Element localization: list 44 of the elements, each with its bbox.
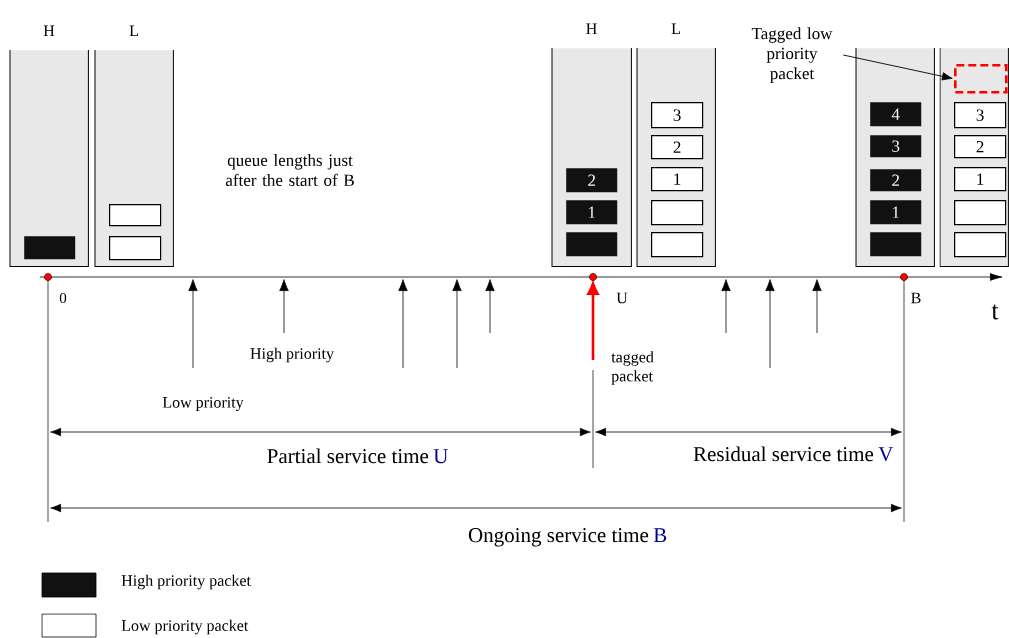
packet-box: [954, 200, 1007, 226]
packet-box: 2: [566, 168, 618, 193]
packet-box: [870, 232, 922, 257]
packet-box: 3: [954, 102, 1007, 129]
packet-box: [109, 204, 162, 227]
annotation-text: tagged packet: [611, 351, 654, 385]
packet-box: [651, 232, 704, 258]
dimension-label: V: [878, 447, 894, 462]
packet-box: 1: [870, 200, 922, 225]
dimension-label: B: [653, 528, 667, 543]
packet-box: 1: [651, 167, 704, 192]
packet-box: [651, 200, 704, 226]
packet-box: [954, 64, 1008, 94]
queue-label: L: [671, 23, 680, 34]
packet-box: 2: [651, 135, 704, 160]
packet-box: 2: [870, 169, 922, 192]
dimension-label: Ongoing service time: [468, 528, 649, 547]
packet-box: 3: [870, 135, 922, 158]
packet-box: 4: [870, 102, 922, 127]
dimension-label: U: [433, 449, 448, 464]
packet-box: 2: [954, 135, 1007, 159]
queue-label: H: [43, 25, 55, 36]
annotation-text: High priority: [250, 347, 334, 363]
legend-label: High priority packet: [121, 574, 251, 590]
packet-box: [954, 232, 1007, 258]
axis-label: t: [991, 304, 999, 320]
queue-label: H: [586, 23, 597, 34]
axis-label: U: [616, 292, 628, 304]
dimension-label: Residual service time: [693, 446, 874, 462]
leader-line: [842, 54, 953, 81]
packet-box: [566, 232, 618, 257]
queue-label: L: [129, 25, 138, 36]
packet-box: 1: [954, 167, 1007, 192]
packet-box: [24, 236, 76, 260]
packet-box: [109, 236, 162, 261]
dimension-label: Partial service time: [267, 448, 429, 464]
packet-box: 3: [651, 102, 704, 129]
callout-text: Tagged low priority packet: [751, 27, 833, 83]
legend-label: Low priority packet: [121, 619, 249, 635]
packet-box: 1: [566, 200, 618, 225]
axis-label: B: [911, 292, 921, 304]
annotation-text: Low priority: [162, 397, 244, 412]
annotation-text: queue lengths just after the start of B: [225, 154, 354, 186]
axis-label: 0: [59, 292, 67, 304]
